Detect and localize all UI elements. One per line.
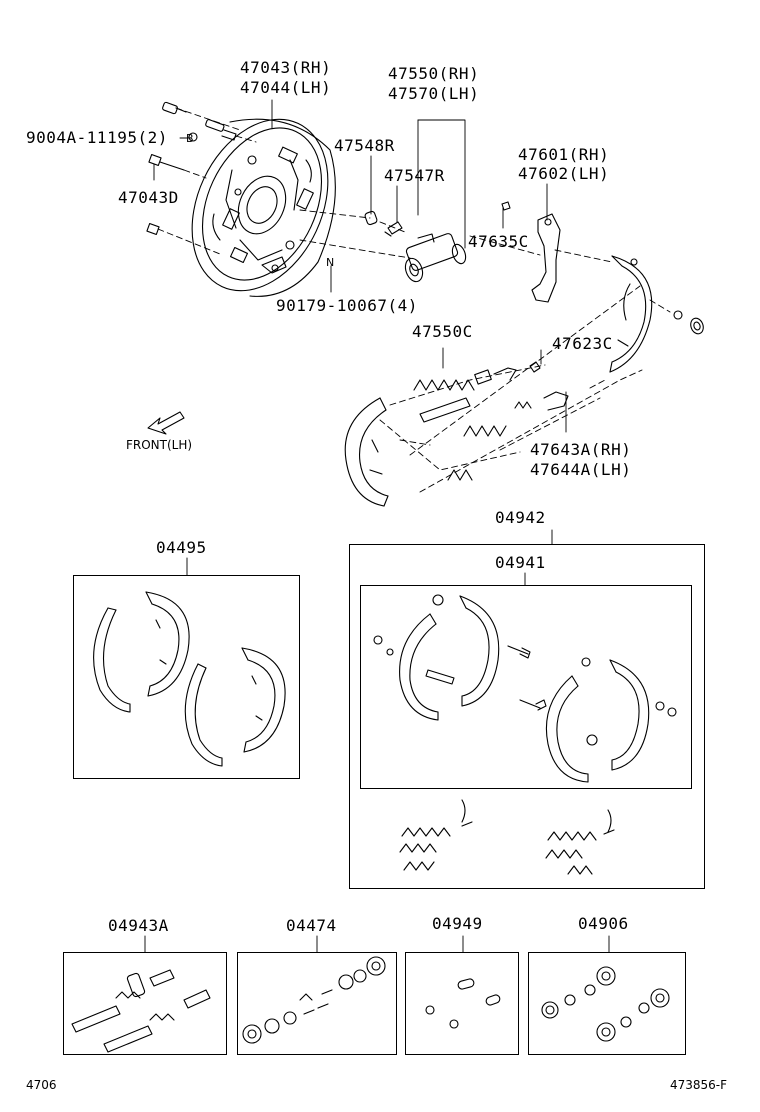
kit-box-04906 xyxy=(528,952,686,1055)
callout-c-washer[interactable]: 47635C xyxy=(468,232,529,251)
front-label: FRONT(LH) xyxy=(126,438,193,452)
callout-adjusting-lever-lh[interactable]: 47644A(LH) xyxy=(530,460,632,479)
callout-wheel-cylinder-rh[interactable]: 47550(RH) xyxy=(388,64,480,83)
kit-label-04949[interactable]: 04949 xyxy=(432,914,483,933)
callout-bleeder-cap[interactable]: 47548R xyxy=(334,136,395,155)
callout-backing-plate-lh[interactable]: 47044(LH) xyxy=(240,78,332,97)
callout-nut[interactable]: 90179-10067(4) xyxy=(276,296,418,315)
kit-label-04941[interactable]: 04941 xyxy=(495,553,546,572)
plate-bolts-drawing xyxy=(146,101,237,236)
kit-04941-drawing xyxy=(373,594,677,783)
right-shoe-drawing xyxy=(609,255,704,373)
kit-label-04906[interactable]: 04906 xyxy=(578,914,629,933)
callout-bleeder-plug[interactable]: 47547R xyxy=(384,166,445,185)
bolt-marker: B xyxy=(186,132,194,145)
callout-adjuster-spring[interactable]: 47550C xyxy=(412,322,473,341)
kit-04949-drawing xyxy=(425,978,501,1029)
nut-marker: N xyxy=(326,256,335,269)
callout-plate-bolt[interactable]: 47043D xyxy=(118,188,179,207)
kit-box-04941 xyxy=(360,585,692,789)
kit-box-04474 xyxy=(237,952,397,1055)
kit-04474-drawing xyxy=(242,956,386,1044)
left-shoe-drawing xyxy=(344,397,389,507)
callout-lever-rh[interactable]: 47601(RH) xyxy=(518,145,610,164)
kit-box-04942 xyxy=(349,544,705,889)
springs-drawing xyxy=(413,361,569,481)
leader-lines xyxy=(144,99,610,953)
kit-label-04943A[interactable]: 04943A xyxy=(108,916,169,935)
kit-label-04474[interactable]: 04474 xyxy=(286,916,337,935)
backing-plate-drawing xyxy=(191,118,336,297)
assembly-lines xyxy=(157,107,671,493)
kit-box-04949 xyxy=(405,952,519,1055)
callout-lever-lh[interactable]: 47602(LH) xyxy=(518,164,610,183)
kit-box-04943A xyxy=(63,952,227,1055)
kit-04943A-drawing xyxy=(71,969,211,1053)
footer-diagram-code: 473856-F xyxy=(670,1078,728,1092)
callout-backing-plate-rh[interactable]: 47043(RH) xyxy=(240,58,332,77)
kit-04942-springs-drawing xyxy=(399,799,615,875)
wheel-cylinder-drawing xyxy=(364,210,467,283)
kit-04495-drawing xyxy=(93,591,286,767)
kit-04906-drawing xyxy=(541,966,670,1042)
callout-bolt[interactable]: 9004A-11195(2) xyxy=(26,128,168,147)
front-arrow xyxy=(147,411,185,435)
kit-label-04495[interactable]: 04495 xyxy=(156,538,207,557)
footer-page-code: 4706 xyxy=(26,1078,57,1092)
kit-label-04942[interactable]: 04942 xyxy=(495,508,546,527)
kit-box-04495 xyxy=(73,575,300,779)
parking-lever-drawing xyxy=(501,201,561,303)
callout-wheel-cylinder-lh[interactable]: 47570(LH) xyxy=(388,84,480,103)
callout-adjusting-lever-rh[interactable]: 47643A(RH) xyxy=(530,440,632,459)
callout-strut-spring[interactable]: 47623C xyxy=(552,334,613,353)
